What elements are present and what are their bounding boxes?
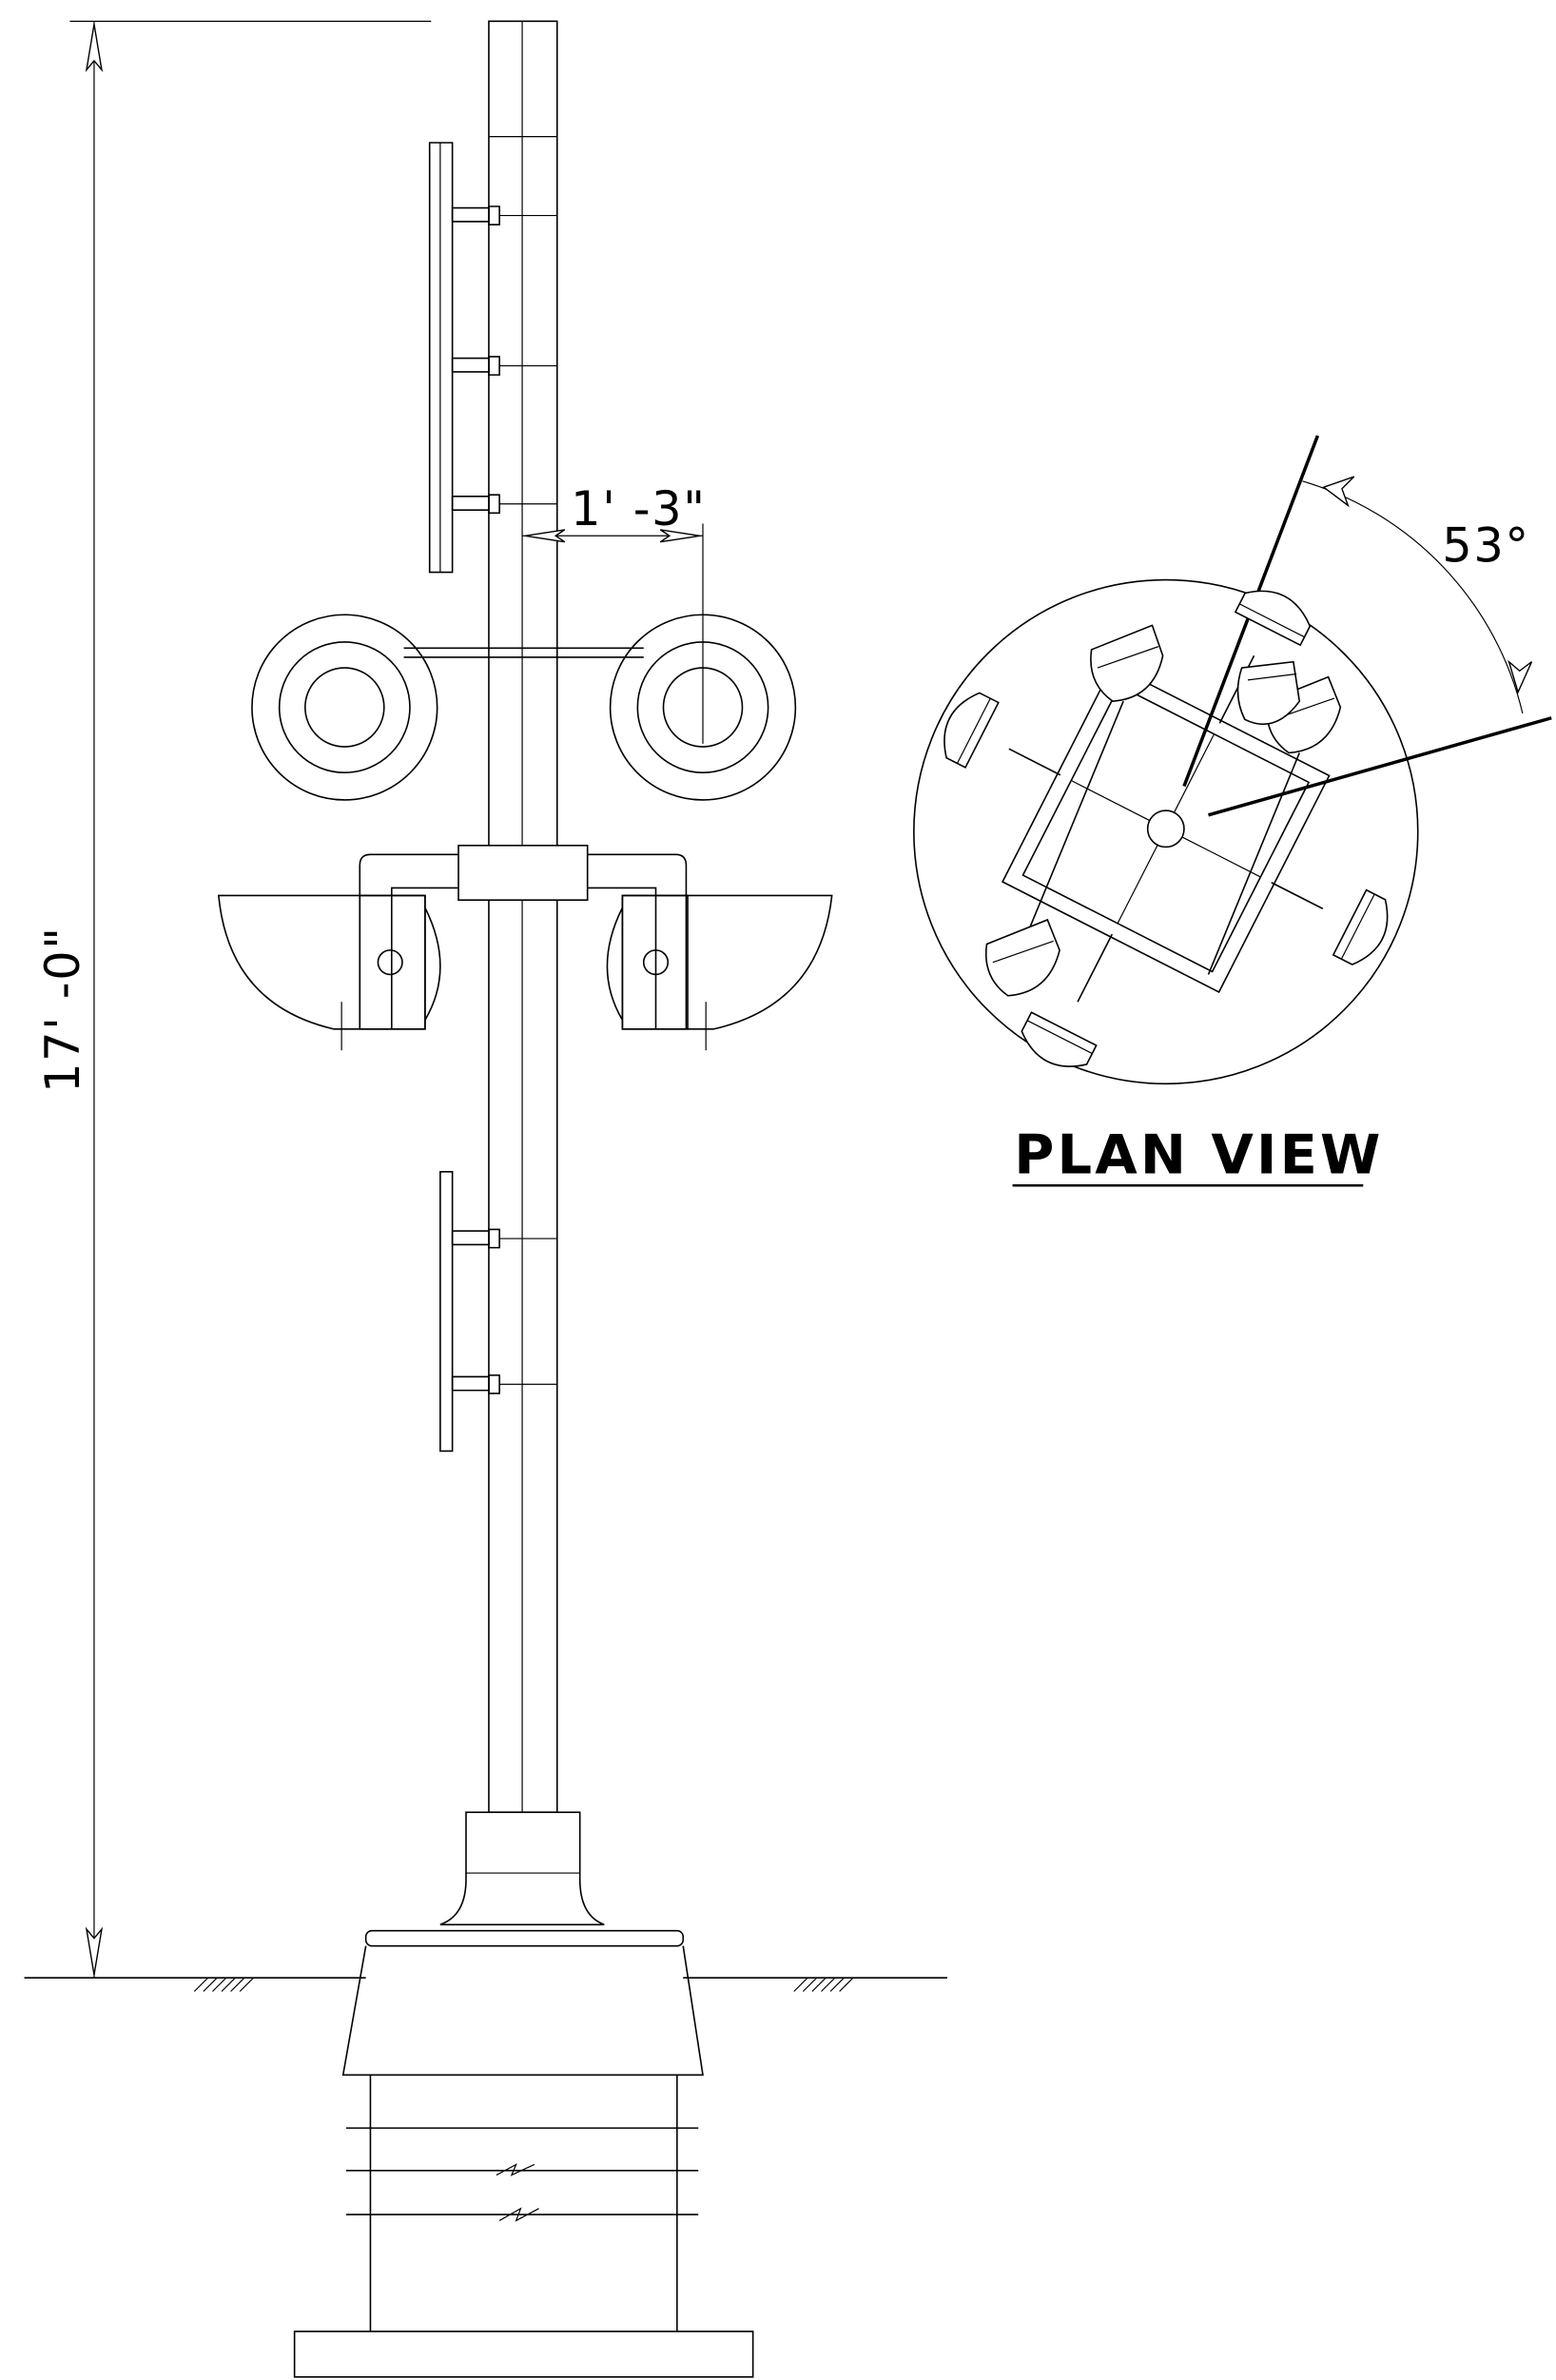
foundation bbox=[295, 1931, 753, 2377]
lamp-bracket-assembly bbox=[360, 846, 686, 1029]
plan-view-title: PLAN VIEW bbox=[1014, 1122, 1383, 1186]
pole-mast bbox=[489, 21, 557, 1812]
offset-dimension-label: 1' -3" bbox=[571, 481, 706, 536]
signal-crossarm bbox=[404, 648, 644, 657]
pole-base-collar bbox=[440, 1812, 604, 1924]
plan-lamp-hood-2 bbox=[1235, 579, 1317, 645]
plan-signal-head-d bbox=[1238, 662, 1300, 725]
foundation-taper bbox=[343, 1946, 703, 2076]
foundation-cap bbox=[366, 1931, 684, 1946]
height-dimension-label: 17' -0" bbox=[35, 926, 90, 1093]
upper-sign-panel bbox=[430, 143, 557, 573]
plan-frame-assembly bbox=[921, 575, 1410, 1082]
plan-signal-head-c bbox=[986, 920, 1060, 996]
foundation-footing bbox=[295, 2331, 753, 2377]
bracket-arm-right bbox=[588, 854, 687, 1029]
pole-clamp bbox=[458, 846, 588, 900]
lower-sign-bracket-2 bbox=[453, 1375, 557, 1394]
lamp-hood-left bbox=[219, 895, 440, 1050]
lower-sign-bracket-1 bbox=[453, 1229, 557, 1247]
angle-dimension-label: 53° bbox=[1442, 517, 1529, 573]
plan-center-hub bbox=[1148, 810, 1184, 847]
plan-outline-circle bbox=[914, 580, 1418, 1084]
signal-head-right bbox=[611, 615, 796, 800]
break-symbol-upper bbox=[496, 2164, 535, 2175]
height-arrow-bottom bbox=[87, 1929, 102, 1975]
angle-arc bbox=[1302, 481, 1522, 713]
lower-sign-board bbox=[440, 1172, 453, 1452]
upper-sign-board bbox=[430, 143, 453, 573]
plan-view: 53° bbox=[831, 436, 1552, 1186]
ground-hatch-right bbox=[794, 1978, 853, 1991]
pole-shaft bbox=[489, 21, 557, 1812]
plan-lamp-hood-1 bbox=[1015, 1012, 1097, 1078]
upper-sign-bracket-3 bbox=[453, 495, 557, 513]
height-dimension: 17' -0" bbox=[35, 21, 431, 1978]
angle-reference-line-2 bbox=[1208, 718, 1551, 815]
plan-lamp-hood-3 bbox=[933, 686, 999, 768]
upper-sign-bracket-2 bbox=[453, 357, 557, 375]
ground-hatch-left bbox=[194, 1978, 253, 1991]
ground-line bbox=[25, 1978, 947, 1991]
plan-lamp-hoods bbox=[831, 486, 1501, 1172]
bracket-arm-left bbox=[360, 854, 458, 1029]
offset-dimension: 1' -3" bbox=[522, 481, 706, 744]
signal-head-left bbox=[252, 615, 438, 800]
break-symbol-lower bbox=[499, 2209, 538, 2221]
upper-sign-bracket-1 bbox=[453, 206, 557, 224]
plan-lamp-hood-4 bbox=[1333, 890, 1399, 972]
lower-sign-panel bbox=[440, 1172, 557, 1452]
plan-signal-head-a bbox=[1029, 625, 1162, 928]
height-arrow-top bbox=[87, 25, 102, 70]
lamp-hood-right bbox=[607, 895, 831, 1050]
